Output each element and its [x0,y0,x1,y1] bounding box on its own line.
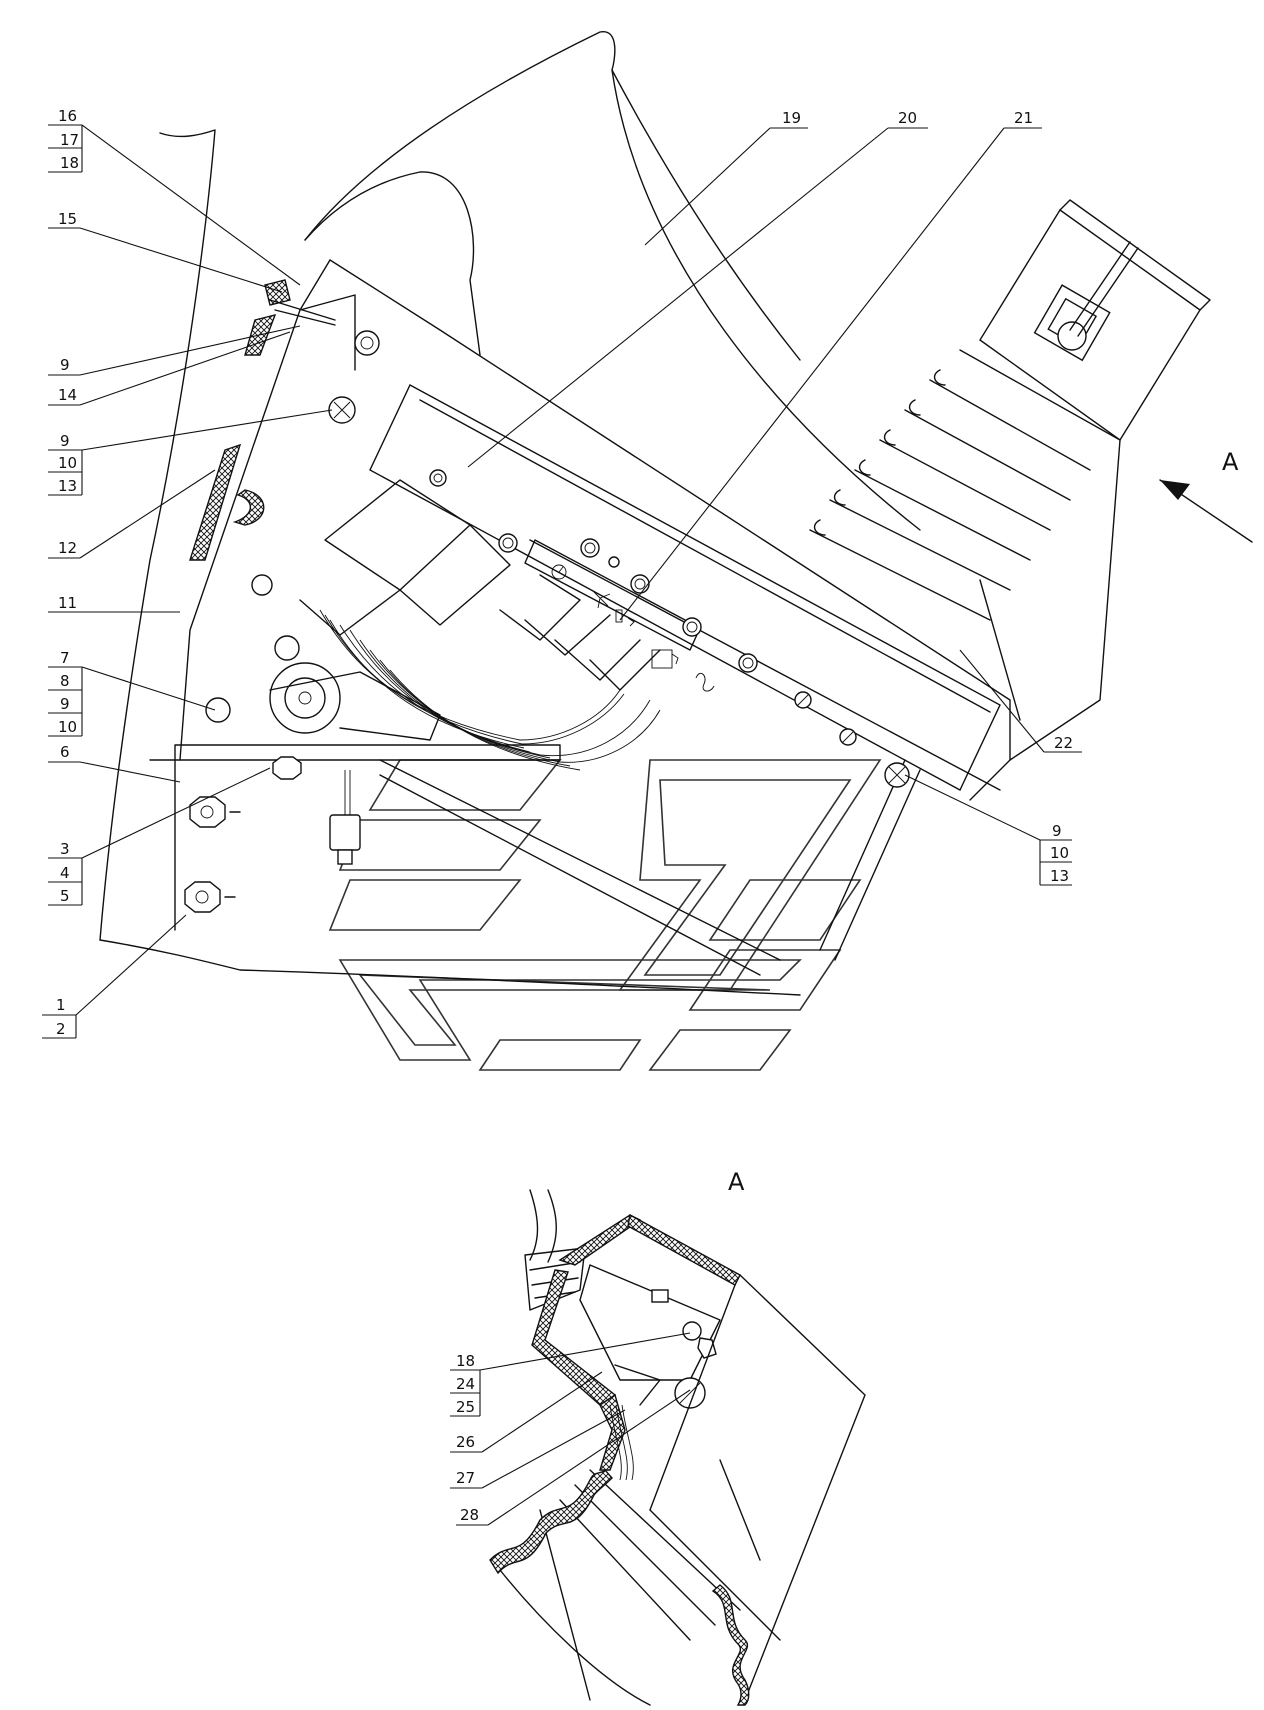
wire-harness [319,609,661,771]
console-housing [329,259,1011,801]
view-a-bellows [489,1468,613,1575]
svg-text:4: 4 [60,864,70,882]
glow-plug-icon [695,672,715,692]
view-direction-arrow [1159,479,1253,543]
svg-text:9: 9 [60,695,70,713]
bolt-hatched [264,279,291,306]
armrest [304,31,921,531]
pivot-bracket [269,635,441,741]
svg-text:6: 6 [60,743,70,761]
svg-text:19: 19 [782,109,801,127]
callout-15: 15 [48,210,283,293]
callout-9a: 9 [48,325,301,376]
svg-text:10: 10 [1050,844,1069,862]
base-plate [174,744,561,761]
key-switch-icon [615,609,635,627]
relay-block [299,479,661,691]
callout-27: 27 [450,1409,626,1489]
svg-text:9: 9 [1052,822,1062,840]
svg-text:21: 21 [1014,109,1033,127]
seal-strip [189,443,242,561]
svg-text:1: 1 [56,996,66,1014]
svg-text:20: 20 [898,109,917,127]
svg-text:16: 16 [58,107,77,125]
callout-14: 14 [48,331,291,406]
callout-3-4-5: 3 4 5 [48,767,271,906]
svg-text:13: 13 [1050,867,1069,885]
callout-1-2: 1 2 [42,914,187,1039]
svg-text:27: 27 [456,1469,475,1487]
fan-icon [591,589,611,609]
callout-21: 21 [619,109,1042,621]
callout-11: 11 [48,594,180,613]
view-label: A [728,1168,745,1196]
svg-text:12: 12 [58,539,77,557]
svg-text:3: 3 [60,840,70,858]
svg-text:22: 22 [1054,734,1073,752]
pillar-bolts [184,756,302,913]
connector-plug [329,770,361,865]
callouts-view-a: 18 24 25 26 27 28 [450,1332,691,1526]
svg-text:5: 5 [60,887,70,905]
callout-6: 6 [48,743,181,783]
callout-20: 20 [467,109,928,468]
svg-text:10: 10 [58,454,77,472]
joystick [809,199,1211,761]
callout-19: 19 [644,109,808,246]
svg-text:14: 14 [58,386,77,404]
svg-text:8: 8 [60,672,70,690]
svg-text:13: 13 [58,477,77,495]
svg-text:28: 28 [460,1506,479,1524]
svg-text:9: 9 [60,432,70,450]
callout-7-8-9-10: 7 8 9 10 [48,649,216,737]
svg-text:17: 17 [60,131,79,149]
cab-pillar [99,129,216,941]
direction-label: A [1222,448,1239,476]
callout-26: 26 [450,1371,603,1453]
svg-text:25: 25 [456,1398,475,1416]
callouts-main: 16 17 18 15 9 14 9 10 13 [42,107,1082,1039]
fuel-icon [651,649,679,669]
gauge-icon [551,564,567,580]
svg-text:24: 24 [456,1375,475,1393]
control-panel-plate [369,384,1001,791]
svg-text:11: 11 [58,594,77,612]
callout-9-10-13b: 9 10 13 [904,774,1072,886]
svg-text:26: 26 [456,1433,475,1451]
svg-text:10: 10 [58,718,77,736]
svg-text:15: 15 [58,210,77,228]
callout-18-24-25: 18 24 25 [450,1332,691,1417]
view-a: A [489,1168,866,1706]
callout-12: 12 [48,469,216,559]
svg-text:18: 18 [60,154,79,172]
callout-28: 28 [456,1389,691,1526]
callout-9-10-13a: 9 10 13 [48,409,333,496]
watermark-logo [328,759,882,1071]
side-screws [205,330,910,788]
main-view: A [99,31,1253,996]
svg-text:2: 2 [56,1020,66,1038]
svg-text:9: 9 [60,356,70,374]
callout-22: 22 [959,649,1082,753]
callout-16-17-18: 16 17 18 [48,107,301,286]
svg-text:7: 7 [60,649,70,667]
svg-text:18: 18 [456,1352,475,1370]
